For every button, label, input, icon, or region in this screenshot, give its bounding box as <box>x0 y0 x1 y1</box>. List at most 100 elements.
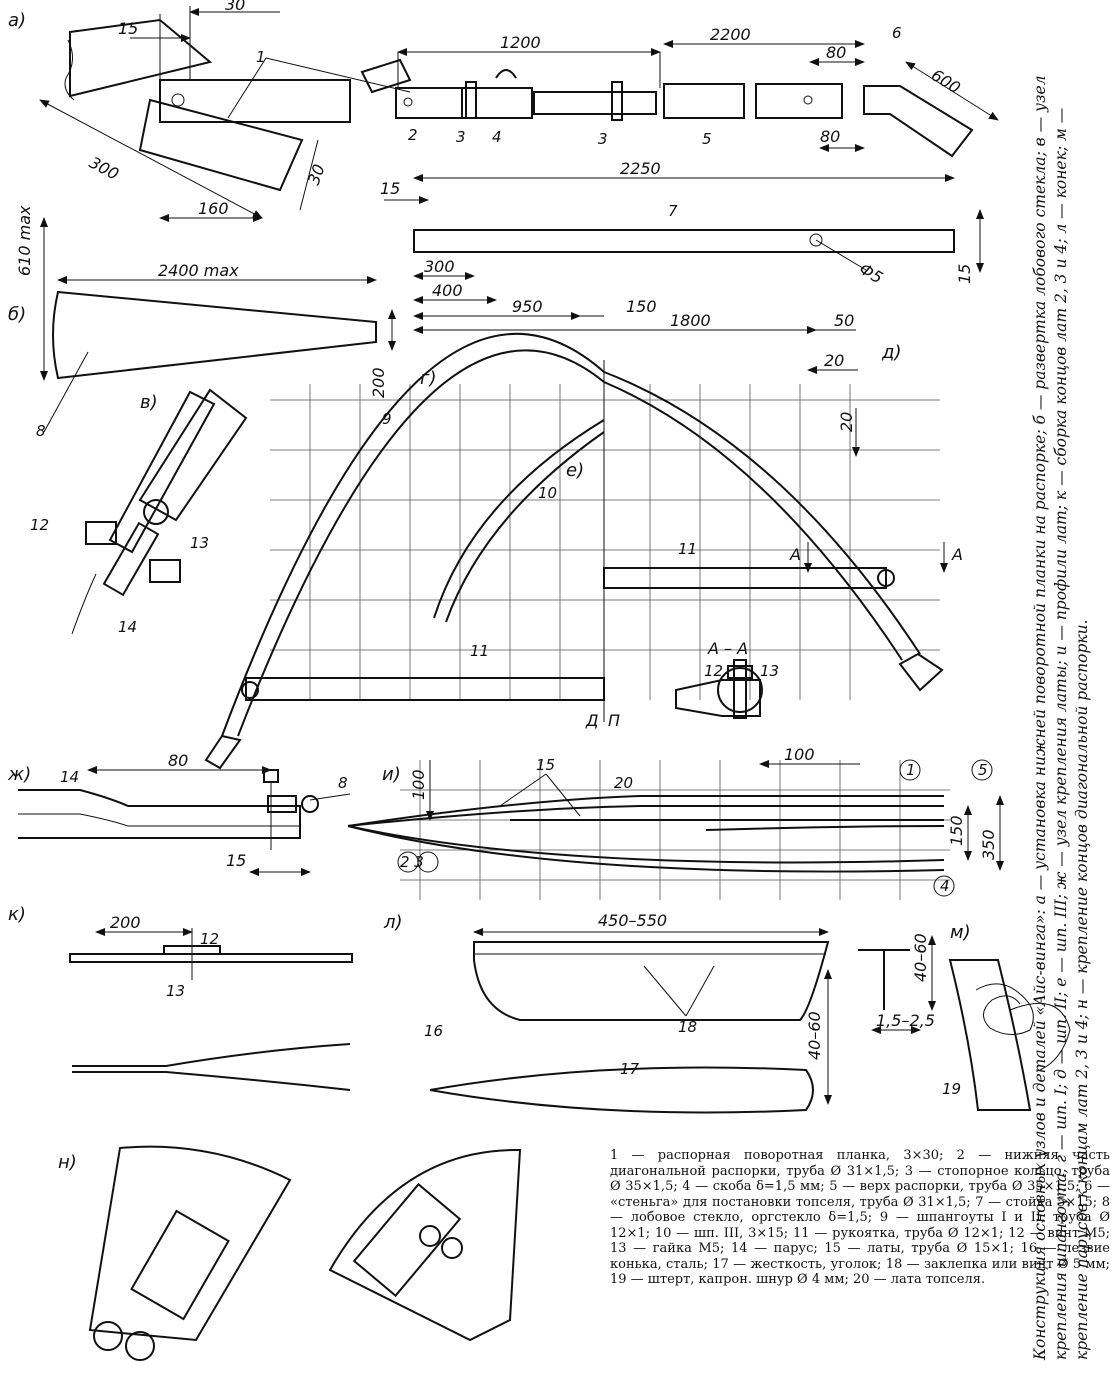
view-v-frame-mount: в) 8 12 13 14 <box>30 351 248 636</box>
bracket-4 <box>495 69 517 79</box>
dim-100-h: 100 <box>784 745 815 764</box>
clamp-block <box>102 521 160 597</box>
strut-end-left <box>88 1145 292 1342</box>
part-13c: 13 <box>166 982 185 1000</box>
part-13: 13 <box>190 534 209 552</box>
aa-nut <box>727 665 753 679</box>
dim-80-top: 80 <box>826 43 846 62</box>
part-12: 12 <box>30 516 49 534</box>
label-section-b: б) <box>8 304 26 325</box>
leader-1 <box>265 57 411 93</box>
strut-tube-right <box>352 1182 462 1298</box>
label-section-n: н) <box>58 1152 77 1173</box>
hole <box>803 95 813 105</box>
strut-part-3-segment <box>533 91 657 115</box>
batten-inner <box>18 813 300 827</box>
side-d: Д <box>585 711 599 730</box>
label-section-l: л) <box>383 912 403 933</box>
tube-end <box>301 795 319 813</box>
break-line <box>64 39 75 101</box>
part-15: 15 <box>536 756 555 774</box>
strut-tube-a <box>159 79 351 123</box>
profile-grid <box>400 760 950 900</box>
bolt-head-12 <box>149 559 181 583</box>
label-section-d: д) <box>881 342 901 363</box>
strut-tube-left <box>130 1209 230 1321</box>
view-a-strut: а) 15 30 300 160 30 1 <box>8 0 999 222</box>
dim-1800-d: 1800 <box>670 311 711 330</box>
cord-loop <box>975 983 1034 1035</box>
dim-2250: 2250 <box>620 159 661 178</box>
dim-line-600 <box>905 61 999 121</box>
view-d-upright: 7 2250 15 300 400 950 150 1800 50 15 Ф5 <box>380 159 984 334</box>
part-17: 17 <box>620 1060 640 1078</box>
dim-300-d: 300 <box>424 257 455 276</box>
part-19: 19 <box>942 1080 961 1098</box>
hole <box>403 97 413 107</box>
strut-part-2 <box>395 87 463 119</box>
dim-350-i: 350 <box>979 829 998 860</box>
dim-line-30b <box>299 139 319 211</box>
view-g-frames: г) д) е) <box>204 332 963 770</box>
dim-line-300 <box>39 99 263 219</box>
batten-5 <box>705 825 945 831</box>
part-8: 8 <box>36 422 46 440</box>
frame-9-outer <box>221 332 921 737</box>
arrow-a-label-left: А <box>789 545 801 564</box>
view-k-batten-ends: к) 200 12 13 <box>8 904 353 1091</box>
frame-9-inner <box>237 349 903 737</box>
dim-30-b: 30 <box>304 162 329 188</box>
dim-80-bot: 80 <box>820 127 840 146</box>
dim-15-a: 15 <box>118 19 138 38</box>
swing-plank-1 <box>138 98 304 192</box>
ring-3a <box>465 81 477 119</box>
dim-30-a: 30 <box>225 0 245 14</box>
leader-8 <box>43 351 89 433</box>
dim-20-h: 20 <box>824 351 844 370</box>
view-b-windscreen: б) 610 max 2400 max 200 <box>8 205 396 398</box>
dim-150-i: 150 <box>947 815 966 846</box>
dim-610: 610 max <box>15 205 34 276</box>
view-zh-batten-mount: ж) 8 14 80 15 <box>7 751 351 876</box>
label-section-m: м) <box>950 922 971 943</box>
dim-15-left: 15 <box>380 179 400 198</box>
frame-10-inner <box>445 431 605 623</box>
layout-grid <box>270 384 940 700</box>
topmast-6 <box>863 85 974 158</box>
wheel-left-a <box>93 1321 123 1351</box>
dim-160: 160 <box>198 199 229 218</box>
nut-13 <box>85 521 117 545</box>
dim-80-zh: 80 <box>168 751 188 770</box>
dim-150-d: 150 <box>626 297 657 316</box>
batten-4-lower <box>347 825 945 873</box>
label-section-a: а) <box>8 10 26 31</box>
ring-3b <box>611 81 623 121</box>
pivot-hole <box>171 93 185 107</box>
skate-blade-16 <box>473 941 830 1021</box>
strut-segment <box>461 87 533 119</box>
bolt-head <box>263 769 279 783</box>
sail-8-line <box>309 793 351 801</box>
label-section-zh: ж) <box>7 764 31 785</box>
dim-15-zh: 15 <box>226 851 246 870</box>
dim-2200: 2200 <box>710 25 751 44</box>
batten-1-lower <box>347 805 944 827</box>
leader-15a <box>499 773 547 807</box>
sail-sandwich <box>108 390 216 554</box>
part-12c: 12 <box>200 930 219 948</box>
part-16: 16 <box>424 1022 443 1040</box>
frame-tip-left <box>204 734 242 770</box>
dim-phi5: Ф5 <box>856 259 886 287</box>
hole-phi5 <box>809 233 823 247</box>
dim-300: 300 <box>86 153 122 184</box>
label-section-i: и) <box>382 764 401 785</box>
dim-450-550: 450–550 <box>598 911 667 930</box>
dim-400-d: 400 <box>432 281 463 300</box>
section-aa-title: А – А <box>707 639 748 658</box>
clamp-plate <box>267 795 297 813</box>
aa-tube <box>717 667 763 713</box>
arrow-a-label-right: А <box>951 545 963 564</box>
circle-label-5: 5 <box>978 761 988 779</box>
tube-9-end <box>138 388 248 522</box>
